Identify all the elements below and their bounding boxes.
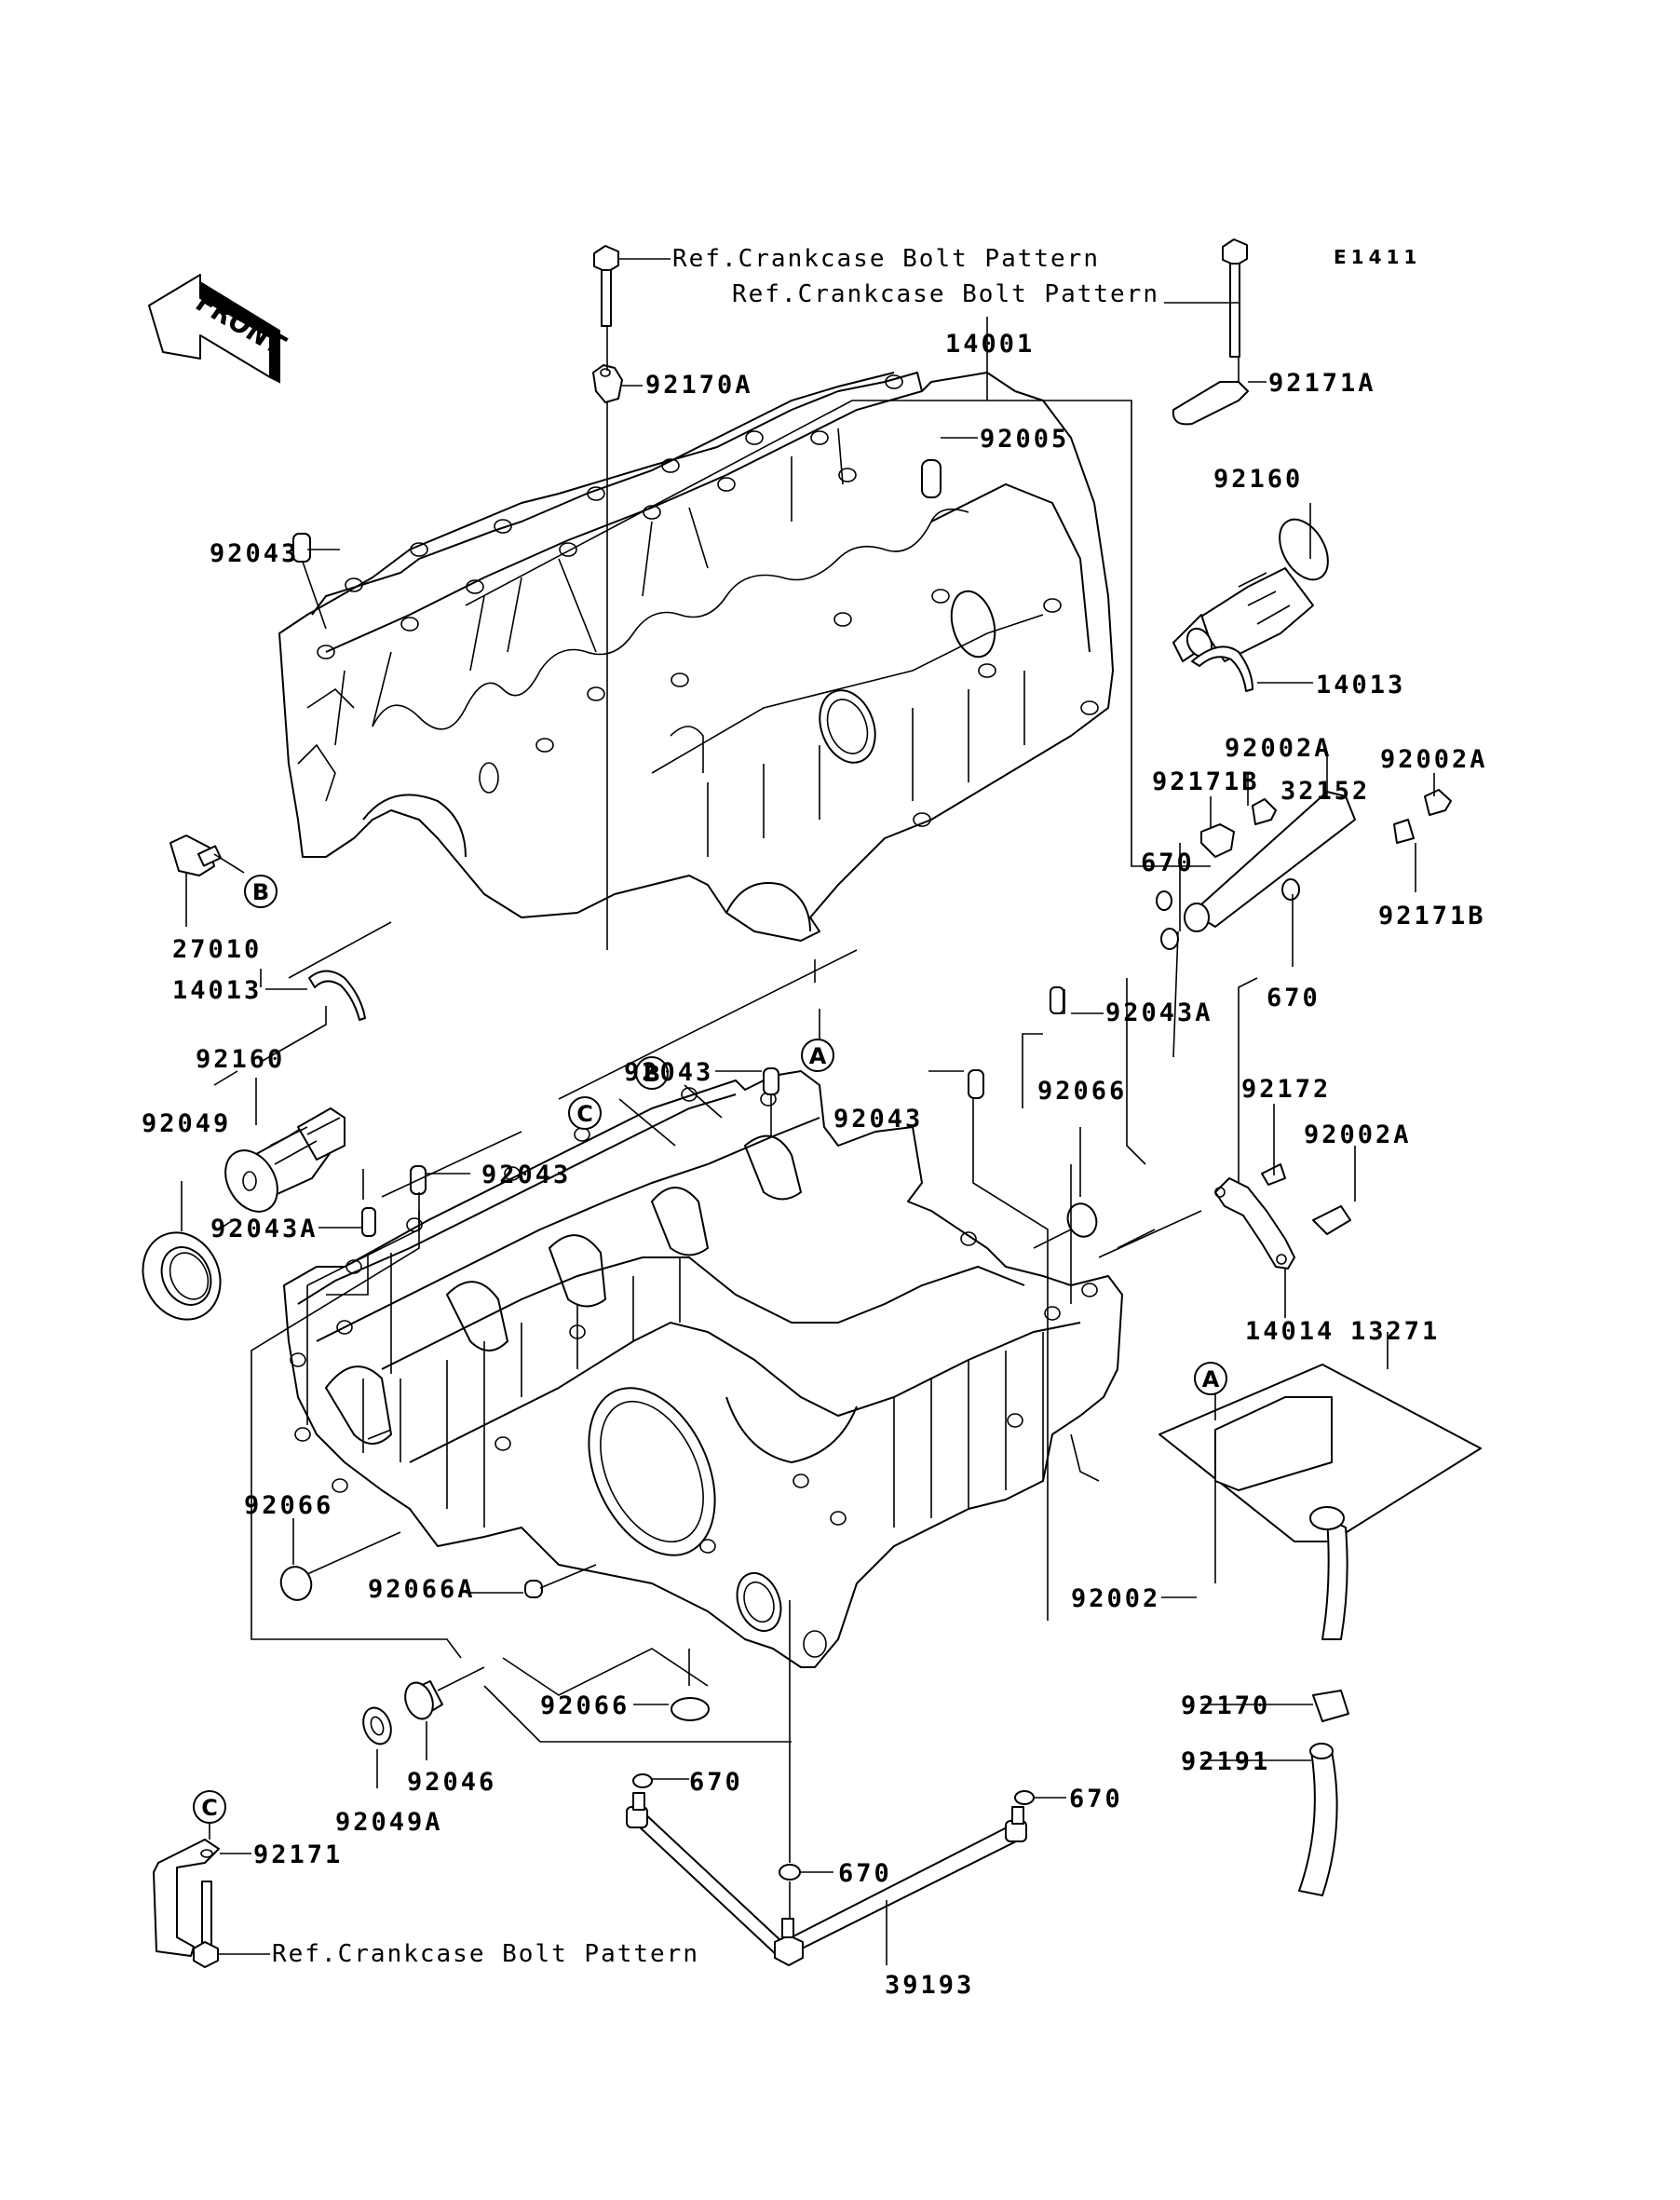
part-label-92043-mid-left: 92043 [481, 1161, 571, 1189]
part-label-92002A-2: 92002A [1380, 745, 1488, 774]
part-label-92066-right: 92066 [1037, 1077, 1127, 1106]
callout-b-case: B [635, 1056, 669, 1090]
part-label-670-c: 670 [689, 1768, 743, 1797]
part-label-92043-top-right: 92043 [833, 1105, 923, 1134]
part-label-92049A: 92049A [335, 1808, 443, 1837]
callout-a-upper: A [801, 1039, 834, 1072]
part-label-92002A-3: 92002A [1304, 1120, 1412, 1149]
part-label-27010: 27010 [172, 935, 262, 964]
part-label-14001: 14001 [945, 330, 1035, 359]
part-label-92172: 92172 [1241, 1075, 1331, 1104]
bearing-half-upper-drawing [1191, 645, 1253, 692]
part-label-92043-upper-left: 92043 [210, 539, 299, 568]
part-label-670-a: 670 [1141, 849, 1195, 877]
ref-bolt-pattern-label-3: Ref.Crankcase Bolt Pattern [272, 1940, 699, 1968]
shaft-gear-upper-drawing [1172, 518, 1329, 662]
part-label-92002: 92002 [1071, 1584, 1160, 1613]
part-label-92049: 92049 [142, 1109, 231, 1138]
washer-bearing-drawing [362, 1680, 443, 1745]
part-label-92171: 92171 [253, 1840, 343, 1869]
bolt-upper-right-drawing [1172, 238, 1249, 426]
part-label-92043-top-center: 92043 [624, 1058, 713, 1087]
ref-bolt-pattern-label-1: Ref.Crankcase Bolt Pattern [672, 245, 1100, 273]
oil-pipe-drawing [626, 1792, 1027, 1966]
dowel-pins [292, 459, 1064, 1598]
part-label-92191: 92191 [1181, 1747, 1270, 1776]
ref-bolt-pattern-label-2: Ref.Crankcase Bolt Pattern [732, 280, 1159, 308]
callout-b-switch: B [244, 875, 278, 908]
svg-text:C: C [576, 1101, 593, 1127]
part-label-92171B-2: 92171B [1378, 902, 1486, 930]
leader-lines [181, 258, 1435, 1965]
part-label-92170: 92170 [1181, 1691, 1270, 1720]
upper-crankcase-drawing [278, 372, 1114, 942]
lower-crankcase-drawing [283, 1070, 1123, 1668]
diagram-code: E1411 [1334, 246, 1421, 268]
plate-14014-drawing [1214, 1163, 1351, 1270]
plugs [279, 1202, 1098, 1721]
svg-text:A: A [809, 1043, 827, 1069]
svg-text:A: A [1202, 1366, 1220, 1392]
part-label-92046: 92046 [407, 1768, 496, 1797]
part-label-92043A-left: 92043A [210, 1215, 318, 1243]
part-label-670-e: 670 [838, 1859, 892, 1888]
part-label-32152: 32152 [1280, 777, 1370, 806]
svg-text:B: B [252, 879, 269, 905]
callout-c-bracket: C [193, 1790, 226, 1824]
part-label-92005: 92005 [980, 425, 1069, 454]
callout-a-strainer: A [1194, 1362, 1227, 1395]
oil-seal-drawing [142, 1231, 222, 1321]
part-label-670-b: 670 [1267, 984, 1321, 1012]
callout-c-case: C [568, 1096, 602, 1130]
part-label-92002A-1: 92002A [1225, 734, 1333, 763]
bearing-half-lower-drawing [308, 970, 366, 1021]
bolt-upper-left-drawing [592, 245, 623, 403]
part-label-13271: 13271 [1350, 1317, 1440, 1346]
part-label-39193: 39193 [885, 1971, 974, 2000]
part-label-92171A: 92171A [1268, 369, 1376, 398]
part-label-92066A: 92066A [368, 1575, 476, 1604]
svg-text:B: B [644, 1061, 660, 1087]
part-label-14013-lower: 14013 [172, 976, 262, 1005]
bracket-92171-drawing [153, 1839, 220, 1968]
part-label-92043A-right: 92043A [1105, 998, 1213, 1027]
svg-text:C: C [201, 1795, 218, 1821]
part-label-92160-upper: 92160 [1213, 465, 1303, 494]
part-label-14014: 14014 [1245, 1317, 1335, 1346]
part-label-92171B-1: 92171B [1152, 767, 1260, 796]
part-label-92160-lower: 92160 [196, 1045, 285, 1074]
part-label-670-d: 670 [1069, 1785, 1123, 1813]
oil-strainer-drawing [1158, 1364, 1482, 1896]
part-label-14013-upper: 14013 [1316, 671, 1405, 699]
front-arrow-icon: FRONT [148, 274, 291, 384]
part-label-92066-left: 92066 [244, 1491, 333, 1520]
oil-pressure-switch-drawing [169, 835, 223, 876]
part-label-92170A: 92170A [645, 371, 753, 400]
part-label-92066-bottom: 92066 [540, 1691, 630, 1720]
